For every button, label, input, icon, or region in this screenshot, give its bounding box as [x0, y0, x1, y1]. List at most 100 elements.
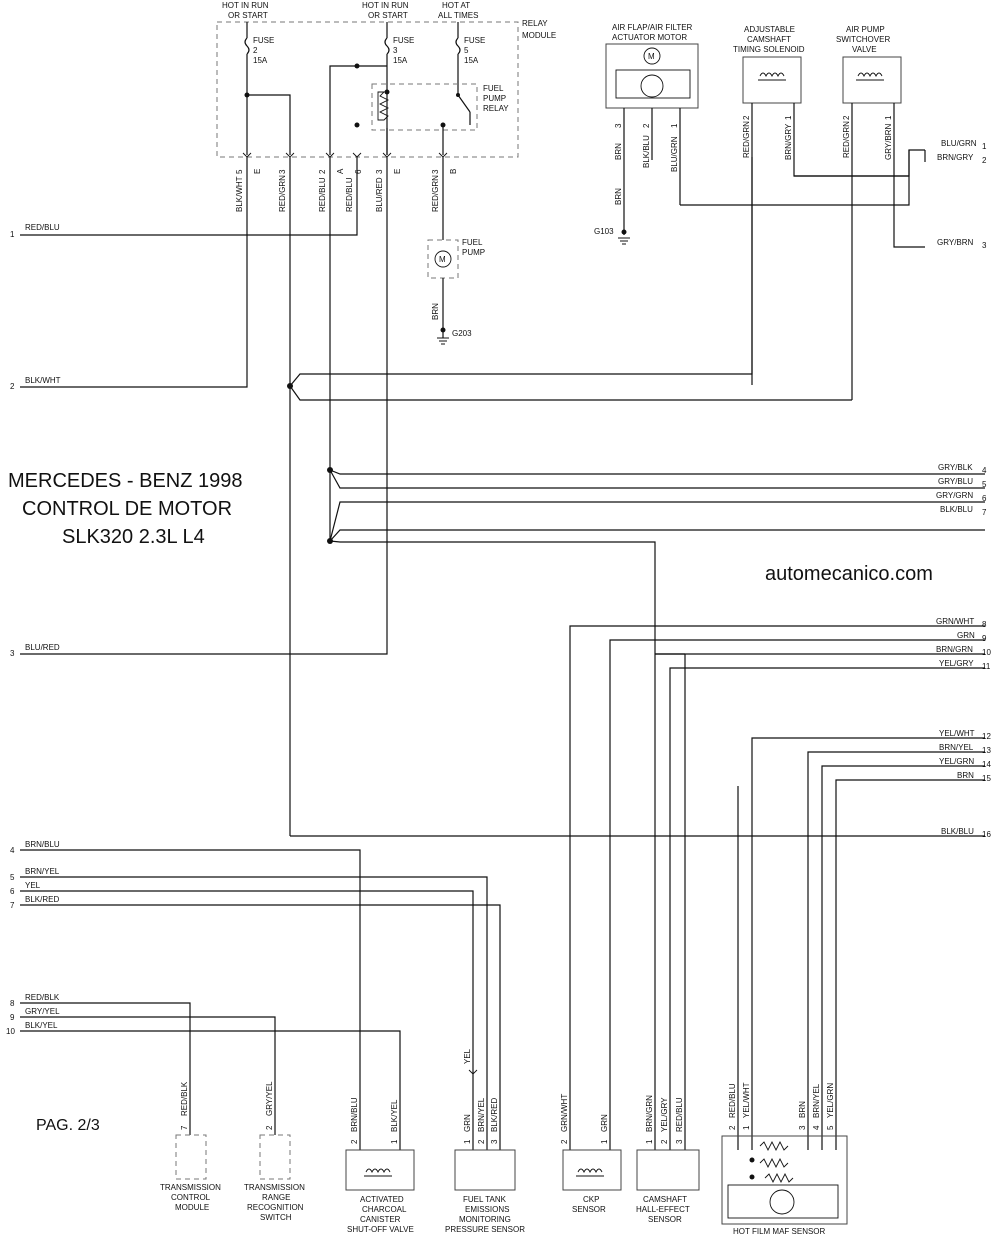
relay-module-label-2: MODULE	[522, 31, 556, 40]
cam-solenoid-label-2: CAMSHAFT	[747, 35, 791, 44]
fuse-2-label: FUSE	[253, 36, 274, 45]
right-wire-15-num: 15	[982, 774, 991, 783]
right-wire-14-label: YEL/GRN	[939, 757, 974, 766]
relay-coil-icon	[377, 91, 390, 121]
right-wire-9-label: GRN	[957, 631, 975, 640]
fuse-5-rating: 15A	[464, 56, 479, 65]
canister-wire-blk-yel: BLK/YEL	[390, 1099, 399, 1132]
range-switch-label-1: TRANSMISSION	[244, 1183, 305, 1192]
air-pump-valve-box	[842, 56, 902, 104]
range-switch-wire: GRY/YEL	[265, 1081, 274, 1116]
wire-label-red-grn: RED/GRN	[278, 175, 287, 212]
ckp-wire-grn: GRN	[600, 1114, 609, 1132]
left-wire-10-label: BLK/YEL	[25, 1021, 58, 1030]
range-switch-label-3: RECOGNITION	[247, 1203, 304, 1212]
air-pump-label-3: VALVE	[852, 45, 877, 54]
hot-at-all-times-label-b: ALL TIMES	[438, 11, 478, 20]
canister-pin-2: 2	[350, 1139, 359, 1144]
hall-pin-3: 3	[675, 1139, 684, 1144]
hot-in-run-label-1: HOT IN RUN	[222, 1, 269, 10]
range-switch-label-4: SWITCH	[260, 1213, 292, 1222]
website-watermark: automecanico.com	[765, 563, 933, 585]
canister-valve-box	[345, 1149, 415, 1191]
hall-label-2: HALL-EFFECT	[636, 1205, 690, 1214]
ground-g103: G103	[594, 227, 614, 236]
g103-wire-brn: BRN	[614, 188, 623, 205]
hot-in-run-label-2b: OR START	[368, 11, 408, 20]
maf-wire-yel-grn: YEL/GRN	[826, 1083, 835, 1118]
right-wire-5-label: GRY/BLU	[938, 477, 973, 486]
air-pump-label-2: SWITCHOVER	[836, 35, 890, 44]
fuel-pump-relay-label-1: FUEL	[483, 84, 504, 93]
tank-sensor-wire-brn-yel: BRN/YEL	[477, 1097, 486, 1132]
left-wire-6-num: 6	[10, 887, 15, 896]
pin-b: B	[449, 169, 458, 174]
left-wire-8-label: RED/BLK	[25, 993, 60, 1002]
ckp-sensor-box	[562, 1149, 622, 1191]
canister-valve-coil-icon	[365, 1168, 391, 1174]
left-wire-3-label: BLU/RED	[25, 643, 60, 652]
air-pump-label-1: AIR PUMP	[846, 25, 885, 34]
pin-6: 6	[354, 169, 363, 174]
hot-in-run-label-1b: OR START	[228, 11, 268, 20]
canister-label-4: SHUT-OFF VALVE	[347, 1225, 414, 1234]
fuel-pump-relay-label-2: PUMP	[483, 94, 506, 103]
right-wire-3-label: GRY/BRN	[937, 238, 974, 247]
cam-solenoid-wire-brn-gry: BRN/GRY	[784, 123, 793, 160]
maf-wire-yel-wht: YEL/WHT	[742, 1082, 751, 1118]
title-line-1: MERCEDES - BENZ 1998	[8, 470, 243, 492]
maf-pin-4: 4	[812, 1125, 821, 1130]
fuse-5-number: 5	[464, 46, 469, 55]
hall-wire-brn-grn: BRN/GRN	[645, 1095, 654, 1132]
tank-sensor-label-3: MONITORING	[459, 1215, 511, 1224]
right-wire-13-num: 13	[982, 746, 991, 755]
left-wire-4-label: BRN/BLU	[25, 840, 60, 849]
hall-pin-1: 1	[645, 1139, 654, 1144]
tcm-label-2: CONTROL	[171, 1193, 211, 1202]
maf-label: HOT FILM MAF SENSOR	[733, 1227, 826, 1236]
title-line-3: SLK320 2.3L L4	[62, 526, 205, 548]
ckp-wire-grn-wht: GRN/WHT	[560, 1094, 569, 1132]
right-wire-6-num: 6	[982, 494, 987, 503]
air-pump-wire-gry-brn: GRY/BRN	[884, 123, 893, 160]
right-wire-2-num: 2	[982, 156, 987, 165]
ckp-label-1: CKP	[583, 1195, 599, 1204]
pin-e-1: E	[253, 169, 262, 174]
range-switch-label-2: RANGE	[262, 1193, 290, 1202]
pin-2: 2	[318, 169, 327, 174]
fuse-3-rating: 15A	[393, 56, 408, 65]
pin-e-2: E	[393, 169, 402, 174]
right-wire-15-label: BRN	[957, 771, 974, 780]
fuse-2-rating: 15A	[253, 56, 268, 65]
cam-solenoid-coil-icon	[759, 72, 785, 78]
left-wire-2-label: BLK/WHT	[25, 376, 61, 385]
right-wire-10-label: BRN/GRN	[936, 645, 973, 654]
left-wire-5-num: 5	[10, 873, 15, 882]
relay-module-connector	[242, 152, 448, 158]
right-wire-12-label: YEL/WHT	[939, 729, 975, 738]
pin-5: 5	[235, 169, 244, 174]
cam-solenoid-label-3: TIMING SOLENOID	[733, 45, 805, 54]
relay-module-outline	[216, 21, 519, 158]
tank-sensor-pin-2: 2	[477, 1139, 486, 1144]
air-pump-wire-red-grn: RED/GRN	[842, 121, 851, 158]
right-wire-12-num: 12	[982, 732, 991, 741]
tcm-box	[175, 1134, 207, 1180]
tcm-label-3: MODULE	[175, 1203, 209, 1212]
fuel-pump-relay-box	[371, 83, 478, 131]
tcm-wire: RED/BLK	[180, 1081, 189, 1116]
left-wire-7-num: 7	[10, 901, 15, 910]
fuel-pump-motor-icon	[434, 250, 452, 268]
tcm-label-1: TRANSMISSION	[160, 1183, 221, 1192]
cam-solenoid-pin-2: 2	[742, 115, 751, 120]
right-wire-3-num: 3	[982, 241, 987, 250]
air-pump-pin-2: 2	[842, 115, 851, 120]
right-wire-16-label: BLK/BLU	[941, 827, 974, 836]
maf-wire-red-blu: RED/BLU	[728, 1083, 737, 1118]
wire-label-red-blu-1: RED/BLU	[318, 177, 327, 212]
hot-in-run-label-2: HOT IN RUN	[362, 1, 409, 10]
right-wire-4-label: GRY/BLK	[938, 463, 973, 472]
right-wire-9-num: 9	[982, 634, 987, 643]
left-wire-2-num: 2	[10, 382, 15, 391]
